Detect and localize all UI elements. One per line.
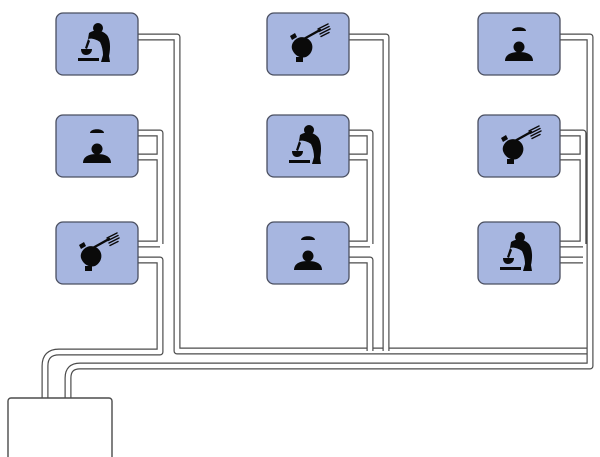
device-tile (55, 114, 139, 178)
device-tile (266, 12, 350, 76)
connector-pipes (41, 33, 594, 398)
pipe-outline (349, 33, 390, 351)
device-tile (477, 114, 561, 178)
pipe-outline (64, 33, 594, 398)
tile-box (55, 12, 139, 76)
pipe-column-1 (41, 33, 590, 398)
pipe-column-3 (64, 33, 594, 398)
pipe-column-2 (349, 33, 390, 351)
tile-box (266, 114, 350, 178)
device-tile (266, 114, 350, 178)
pipe-channel (349, 34, 389, 351)
device-tile (266, 221, 350, 285)
pipe-outline (41, 33, 590, 398)
tile-box (477, 221, 561, 285)
pipe-channel (65, 34, 593, 398)
device-tile (477, 221, 561, 285)
pipe-channel (42, 34, 590, 398)
hub-box (7, 397, 113, 457)
device-tiles (55, 12, 561, 285)
device-tile (477, 12, 561, 76)
device-tile (55, 221, 139, 285)
device-tile (55, 12, 139, 76)
